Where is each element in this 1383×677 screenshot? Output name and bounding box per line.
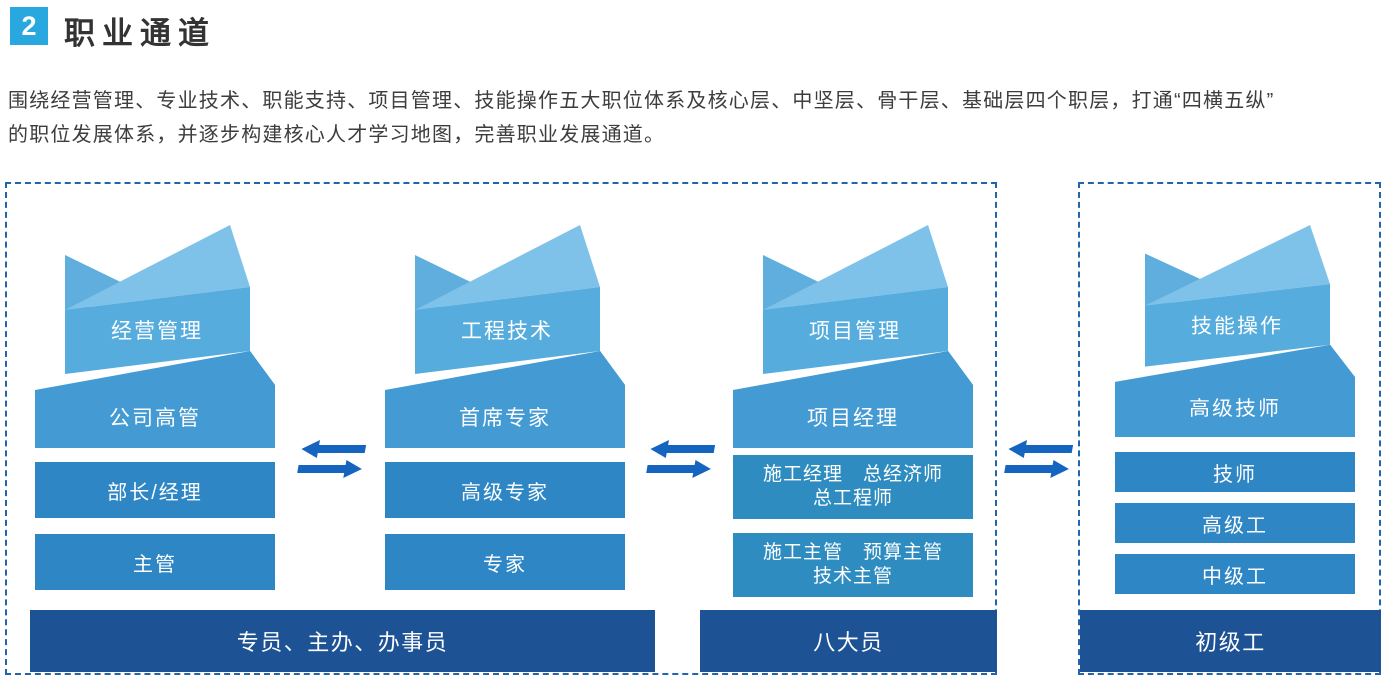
intro-line-1: 围绕经营管理、专业技术、职能支持、项目管理、技能操作五大职位体系及核心层、中坚层…: [8, 90, 1275, 112]
intro-text: 围绕经营管理、专业技术、职能支持、项目管理、技能操作五大职位体系及核心层、中坚层…: [8, 84, 1380, 152]
skill-dashed-panel: [1078, 182, 1381, 675]
management-ribbon: 经营管理 公司高管: [35, 225, 275, 448]
bar-line: 技术主管: [812, 566, 893, 587]
project-ribbon: 项目管理 项目经理: [733, 225, 973, 448]
engineering-ribbon: 工程技术 首席专家: [385, 225, 625, 448]
skill-level-bar: 技师: [1115, 452, 1355, 492]
management-level-bar: 主管: [35, 534, 275, 590]
swap-arrows-icon: [646, 440, 716, 478]
engineering-level-bar: 专家: [385, 534, 625, 590]
category-label: 技能操作: [1191, 315, 1283, 337]
section-number-badge: 2: [10, 7, 48, 45]
category-label: 工程技术: [461, 320, 553, 343]
top-level-label: 项目经理: [807, 407, 899, 430]
ribbon-top-sweep: [415, 225, 600, 310]
ribbon-top-sweep: [1145, 225, 1330, 306]
top-level-band: [35, 351, 275, 448]
top-level-band: [385, 351, 625, 448]
skill-level-bar: 中级工: [1115, 554, 1355, 594]
skill-ribbon: 技能操作 高级技师: [1115, 225, 1355, 437]
top-level-label: 首席专家: [459, 407, 551, 430]
bar-line: 施工经理 总经济师: [762, 464, 943, 485]
top-level-band: [1115, 344, 1355, 437]
main-dashed-panel: [5, 182, 997, 675]
base-bar-staff: 专员、主办、办事员: [30, 610, 655, 672]
base-bar-eight-roles: 八大员: [700, 610, 997, 672]
category-label: 项目管理: [809, 320, 901, 343]
engineering-level-bar: 高级专家: [385, 462, 625, 518]
project-level-bar: 施工经理 总经济师 总工程师: [733, 455, 973, 519]
category-band: [65, 287, 250, 374]
skill-level-bar: 高级工: [1115, 503, 1355, 543]
category-band: [763, 287, 948, 374]
top-level-band: [733, 351, 973, 448]
category-band: [415, 287, 600, 374]
swap-arrows-icon: [1004, 440, 1074, 478]
project-level-bar: 施工主管 预算主管 技术主管: [733, 533, 973, 597]
ribbon-top-sweep: [65, 225, 250, 310]
base-bar-junior-worker: 初级工: [1080, 610, 1381, 672]
swap-arrows-icon: [297, 440, 367, 478]
bar-line: 施工主管 预算主管: [762, 542, 943, 563]
top-level-label: 高级技师: [1189, 398, 1281, 420]
management-level-bar: 部长/经理: [35, 462, 275, 518]
top-level-label: 公司高管: [109, 407, 201, 430]
category-band: [1145, 283, 1330, 367]
page-title: 职业通道: [64, 16, 216, 51]
ribbon-top-sweep: [763, 225, 948, 310]
category-label: 经营管理: [111, 320, 203, 343]
bar-line: 总工程师: [812, 488, 893, 509]
intro-line-2: 的职位发展体系，并逐步构建核心人才学习地图，完善职业发展通道。: [8, 124, 666, 146]
